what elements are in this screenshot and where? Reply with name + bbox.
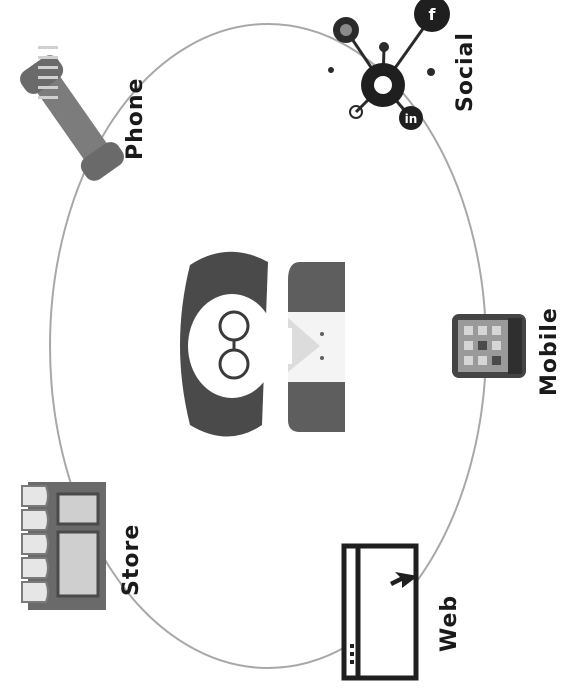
storefront-icon bbox=[22, 482, 106, 610]
mobile-label: Mobile bbox=[537, 307, 562, 396]
phone-icon bbox=[16, 46, 128, 185]
facebook-glyph: f bbox=[429, 5, 437, 24]
web-browser-icon bbox=[344, 546, 418, 678]
linkedin-glyph: in bbox=[405, 112, 418, 126]
store-label: Store bbox=[119, 524, 144, 596]
social-network-icon: f in bbox=[328, 0, 450, 130]
smartphone-icon bbox=[452, 314, 526, 378]
customer-avatar-icon bbox=[180, 252, 345, 437]
phone-label: Phone bbox=[123, 78, 148, 160]
web-label: Web bbox=[437, 595, 462, 652]
social-label: Social bbox=[453, 32, 478, 112]
